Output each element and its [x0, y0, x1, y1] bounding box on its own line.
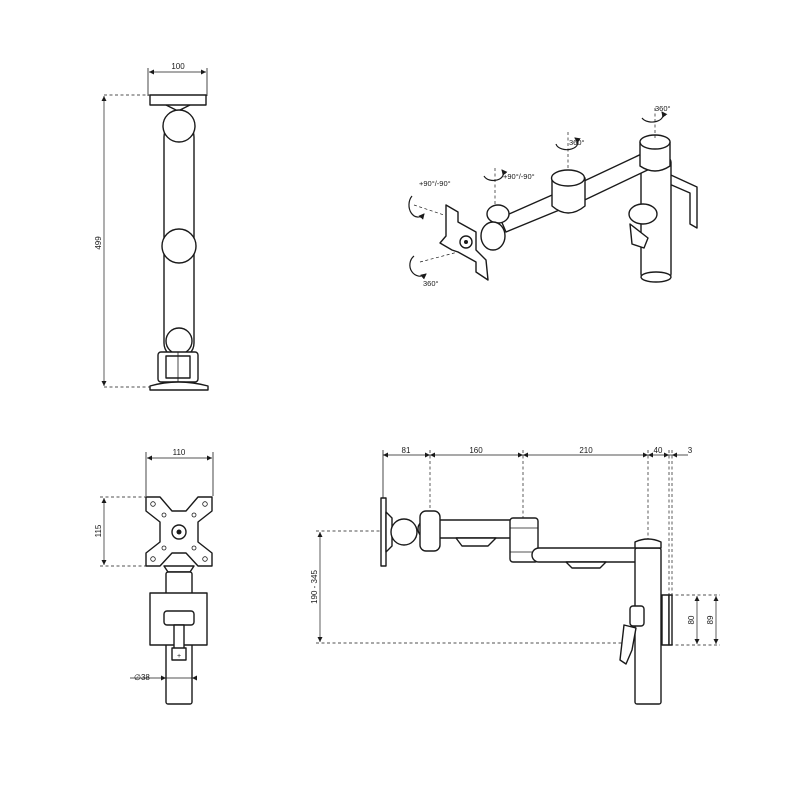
head-joint-top	[162, 109, 196, 143]
clamp-knob-side	[629, 605, 645, 627]
desk-clamp-side	[661, 594, 670, 646]
rotation-arrow-head	[641, 108, 668, 138]
rotation-arrow-tilt-2	[408, 195, 445, 220]
clamp-89-label: 89	[706, 615, 715, 624]
rotation-label-middle: 360°	[569, 138, 585, 147]
segment-label-4: 40	[654, 446, 663, 455]
tilt-joint-side	[390, 518, 418, 546]
middle-joint-iso	[550, 169, 586, 187]
upper-arm-side	[531, 547, 645, 563]
segment-label-1: 81	[402, 446, 411, 455]
rotation-arrow-tilt-1	[483, 168, 508, 205]
monitor-plate-top	[149, 94, 207, 106]
plate-width-label: 110	[173, 448, 186, 457]
plate-height-label: 115	[94, 524, 103, 537]
height-range-label: 190 - 345	[310, 570, 319, 604]
rotation-label-plate: 360°	[423, 279, 439, 288]
rotation-arrow-middle	[555, 132, 581, 170]
rotation-label-tilt-2: +90°/-90°	[419, 179, 451, 188]
segment-label-3: 210	[579, 446, 593, 455]
clamp-80-label: 80	[687, 615, 696, 624]
segment-label-2: 160	[469, 446, 483, 455]
segment-label-5: 3	[688, 446, 693, 455]
rotation-label-head: 360°	[655, 104, 671, 113]
rotation-arrow-plate	[409, 251, 459, 280]
pole-joint-top	[165, 327, 193, 355]
tilt-knuckle-iso	[486, 204, 510, 224]
side-view: 81 160 210 40 3 190 - 345 80 89	[310, 446, 720, 705]
top-view: 100 499	[94, 62, 209, 391]
middle-joint-top	[161, 228, 197, 264]
pole-top-joint	[639, 134, 671, 150]
height-dimension-label: 499	[94, 236, 103, 250]
vesa-plate-side	[380, 497, 387, 567]
svg-text:+: +	[177, 653, 181, 660]
width-dimension-label: 100	[171, 62, 185, 71]
desk-base-top	[149, 381, 209, 391]
iso-view: 360° 360° +90°/-90° +90°/-90° 360°	[408, 104, 698, 288]
rotation-label-tilt-1: +90°/-90°	[503, 172, 535, 181]
knuckle-side	[419, 510, 441, 552]
pole-diameter-label: ∅38	[134, 673, 150, 682]
clamp-knob	[628, 203, 658, 225]
front-view: 110 115 + ∅38	[94, 448, 214, 705]
middle-joint-side	[509, 517, 539, 563]
